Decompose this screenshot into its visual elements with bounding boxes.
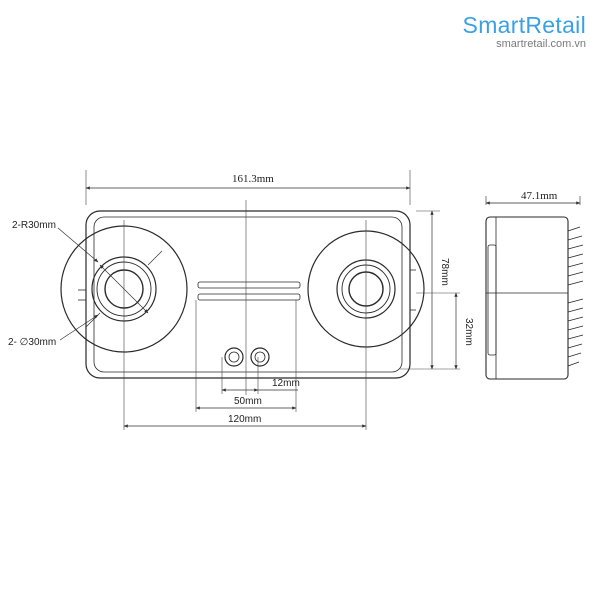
front-body-outline bbox=[85, 210, 411, 379]
cooling-fins bbox=[567, 226, 584, 367]
vent-slot-1 bbox=[197, 281, 301, 289]
dim-radius-label: 2-R30mm bbox=[12, 220, 56, 231]
dim-height-lower-label: 32mm bbox=[463, 318, 474, 346]
dim-overall-width-label: 161.3mm bbox=[232, 173, 274, 185]
side-body bbox=[485, 216, 569, 380]
brand-name: SmartRetail bbox=[462, 12, 586, 38]
dim-gap-12-label: 12mm bbox=[272, 378, 300, 389]
dim-diameter-label: 2- ∅30mm bbox=[8, 337, 56, 348]
dim-height-label: 78mm bbox=[439, 258, 450, 286]
brand-url: smartretail.com.vn bbox=[496, 38, 586, 50]
brand-logo: SmartRetail smartretail.com.vn bbox=[463, 12, 586, 50]
dim-spacing-120-label: 120mm bbox=[228, 414, 261, 425]
diameter-leader bbox=[59, 314, 99, 341]
side-bracket bbox=[487, 244, 497, 356]
dim-gap-50-label: 50mm bbox=[234, 396, 262, 407]
connector-right bbox=[250, 347, 270, 367]
radius-leader bbox=[57, 227, 99, 263]
center-lines bbox=[85, 170, 460, 430]
dim-depth-label: 47.1mm bbox=[521, 190, 558, 202]
side-view bbox=[485, 196, 584, 380]
connector-left bbox=[224, 347, 244, 367]
front-body-inner bbox=[93, 216, 403, 373]
dimension-lines bbox=[57, 186, 458, 428]
front-view bbox=[60, 210, 425, 379]
vent-slot-2 bbox=[197, 293, 301, 301]
